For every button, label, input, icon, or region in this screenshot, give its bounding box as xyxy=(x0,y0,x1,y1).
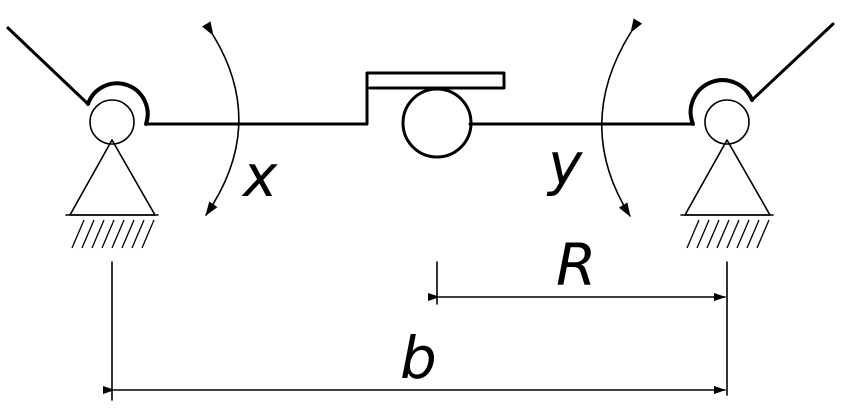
right-ground-hatch xyxy=(686,219,770,249)
dimension-R xyxy=(428,261,728,396)
label-x: x xyxy=(241,142,278,210)
beam-assembly xyxy=(144,71,695,159)
left-pivot-arc xyxy=(86,81,150,126)
right-pivot-arc xyxy=(688,78,754,126)
left-support-triangle xyxy=(69,139,156,216)
left-ground-hatch xyxy=(71,219,155,249)
dimension-b xyxy=(103,261,726,401)
right-support xyxy=(680,22,835,249)
left-arm xyxy=(6,26,90,106)
label-R: R xyxy=(556,231,596,299)
right-pivot-circle xyxy=(704,99,750,145)
right-arm xyxy=(750,22,835,102)
left-support xyxy=(6,26,159,249)
right-support-triangle xyxy=(684,139,771,216)
beam-left-and-step-block xyxy=(144,71,506,126)
central-roller xyxy=(401,87,473,159)
label-b: b xyxy=(400,324,437,392)
label-y: y xyxy=(546,130,583,198)
rotation-arrow-y xyxy=(601,18,643,217)
rotation-arrow-x xyxy=(201,21,240,216)
left-pivot-circle xyxy=(89,99,135,145)
